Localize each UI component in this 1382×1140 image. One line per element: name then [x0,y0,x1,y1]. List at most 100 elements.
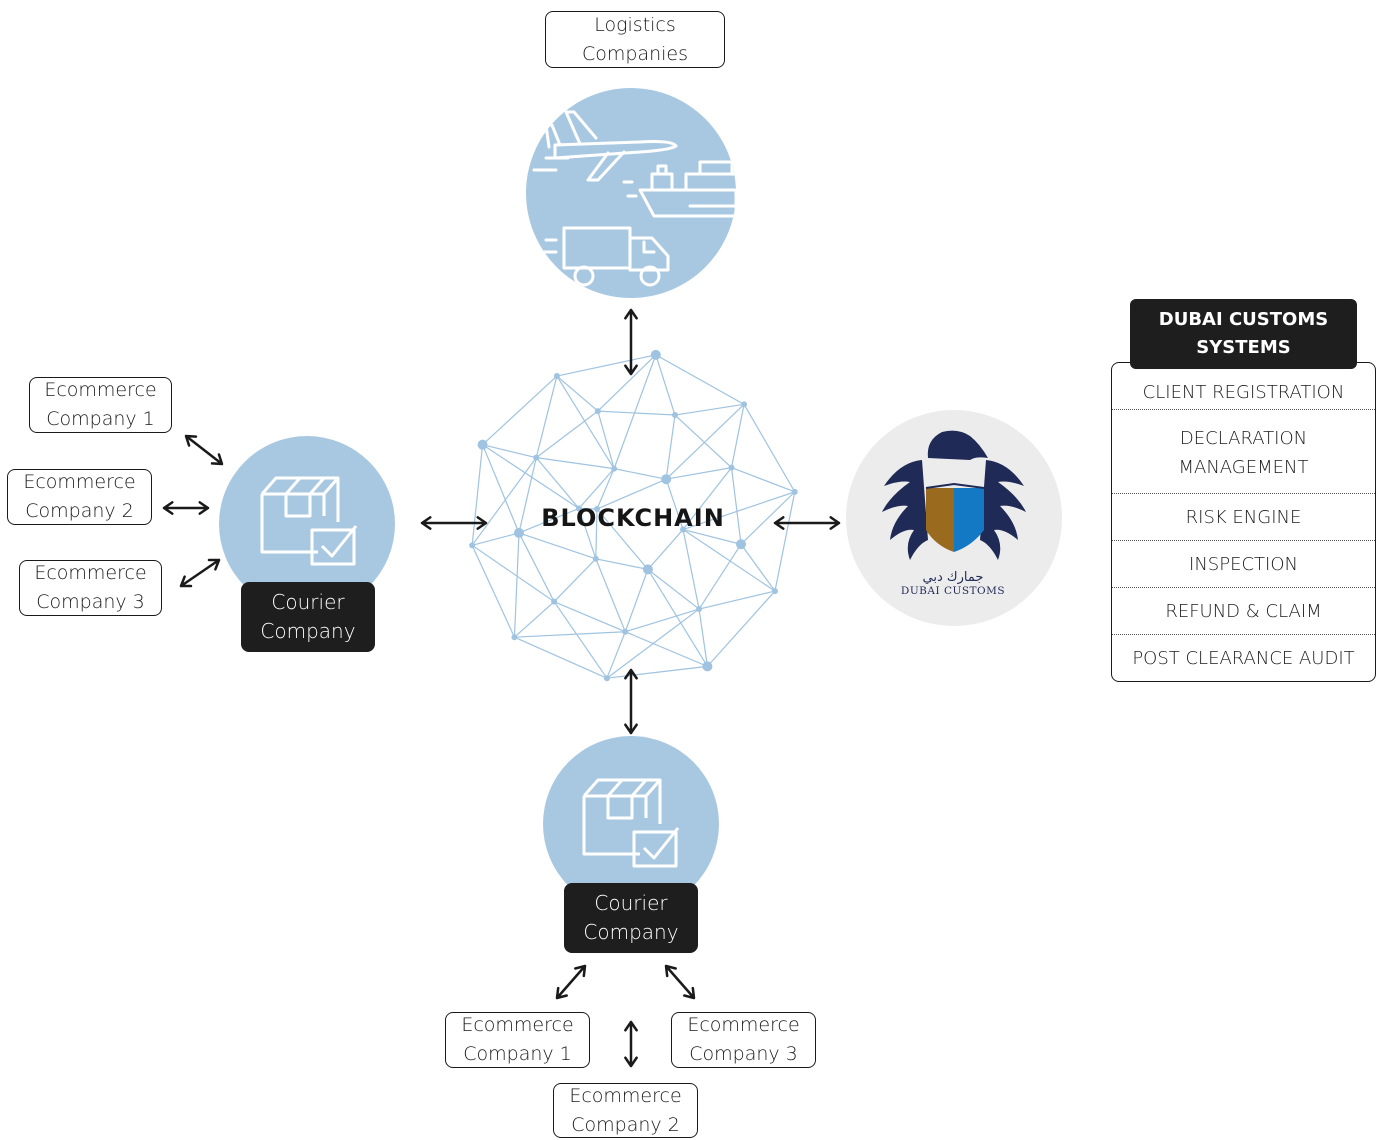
network-edge [647,529,684,570]
network-node [702,661,713,672]
network-edge [665,478,684,530]
bidirectional-arrow-icon [624,1020,638,1068]
network-edge [682,467,732,530]
network-edge [535,375,558,458]
network-edge [647,569,708,667]
system-item-declaration-management: DECLARATION MANAGEMENT [1112,413,1375,493]
network-edge [514,601,555,638]
network-node [592,555,599,562]
ecommerce-line1: Ecommerce [34,562,147,584]
network-edge [606,608,700,679]
network-edge [596,478,667,510]
network-node [671,412,678,419]
network-edge [597,410,615,469]
network-edge [731,467,795,493]
network-edge [535,410,599,459]
network-node [661,474,672,485]
network-node [603,675,610,682]
network-edge [706,590,776,667]
network-edge [536,457,615,470]
system-item-post-clearance-audit: POST CLEARANCE AUDIT [1112,635,1375,681]
network-edge [578,508,597,560]
system-item-label: CLIENT REGISTRATION [1142,382,1345,403]
courier-line1: Courier [594,891,668,915]
network-edge [518,532,597,560]
network-edge [655,354,676,416]
network-edge [597,410,675,416]
network-edge [613,468,667,480]
left-courier-company-label: Courier Company [241,582,375,652]
network-edge [597,354,657,412]
network-edge [666,467,732,480]
bidirectional-arrow-icon [555,964,587,1000]
divider [1112,540,1375,541]
bottom-courier-company-label: Courier Company [564,883,698,953]
network-edge [514,636,608,679]
network-edge [482,375,558,446]
network-edge [774,491,796,592]
system-item-label-2: MANAGEMENT [1178,457,1309,478]
system-item-inspection: INSPECTION [1112,541,1375,587]
network-edge [665,403,745,480]
network-node [477,439,488,450]
network-edge [743,404,796,493]
network-edge [514,631,626,638]
blockchain-label: BLOCKCHAIN [541,504,725,532]
network-node [533,454,540,461]
systems-title-line1: DUBAI CUSTOMS [1158,309,1329,330]
network-edge [595,558,626,632]
ecommerce-line1: Ecommerce [44,379,157,401]
network-node [511,634,518,641]
ecommerce-line2: Company 2 [571,1113,680,1136]
bottom-ecommerce-company-2: Ecommerce Company 2 [553,1083,698,1138]
ecommerce-line2: Company 1 [46,408,155,430]
network-edge [740,543,776,592]
network-edge [698,543,742,610]
network-edge [682,528,742,545]
network-edge [625,631,708,667]
system-item-risk-engine: RISK ENGINE [1112,494,1375,540]
network-edge [625,608,700,633]
ecommerce-line2: Company 3 [36,591,145,613]
systems-title-line2: SYSTEMS [1196,337,1291,358]
ecommerce-line1: Ecommerce [687,1014,800,1036]
system-item-label: RISK ENGINE [1185,506,1302,528]
network-edge [682,529,776,592]
network-edge [578,507,598,510]
bottom-ecommerce-company-1: Ecommerce Company 1 [445,1012,590,1068]
network-edge [698,590,776,610]
network-node [728,464,735,471]
network-edge [553,558,597,603]
systems-panel-title: DUBAI CUSTOMS SYSTEMS [1130,299,1357,369]
network-edge [578,468,615,509]
divider [1112,587,1375,588]
ecommerce-line2: Company 2 [25,500,134,522]
logistics-line1: Logistics [594,13,676,36]
network-edge [553,601,608,679]
network-edge [482,444,520,534]
network-edge [682,529,700,610]
network-edge [698,608,709,667]
network-node [791,488,798,495]
network-node [551,598,558,605]
network-edge [553,601,626,633]
left-ecommerce-company-1: Ecommerce Company 1 [29,377,172,433]
network-node [553,373,560,380]
network-edge [606,631,626,679]
truck-icon [538,226,670,287]
network-edge [595,558,649,570]
network-edge [471,544,555,603]
logistics-companies-box: Logistics Companies [545,11,725,68]
bidirectional-arrow-icon [184,434,224,466]
network-node [513,527,524,538]
network-edge [624,569,649,632]
network-edge [471,545,515,638]
network-edge [647,568,700,610]
divider [1112,634,1375,635]
network-edge [674,403,745,416]
dubai-customs-arabic-text: جمارك دبي [922,570,984,585]
network-node [594,408,601,415]
system-item-label: POST CLEARANCE AUDIT [1132,647,1355,669]
system-item-label: REFUND & CLAIM [1165,600,1322,622]
network-node [594,506,600,512]
